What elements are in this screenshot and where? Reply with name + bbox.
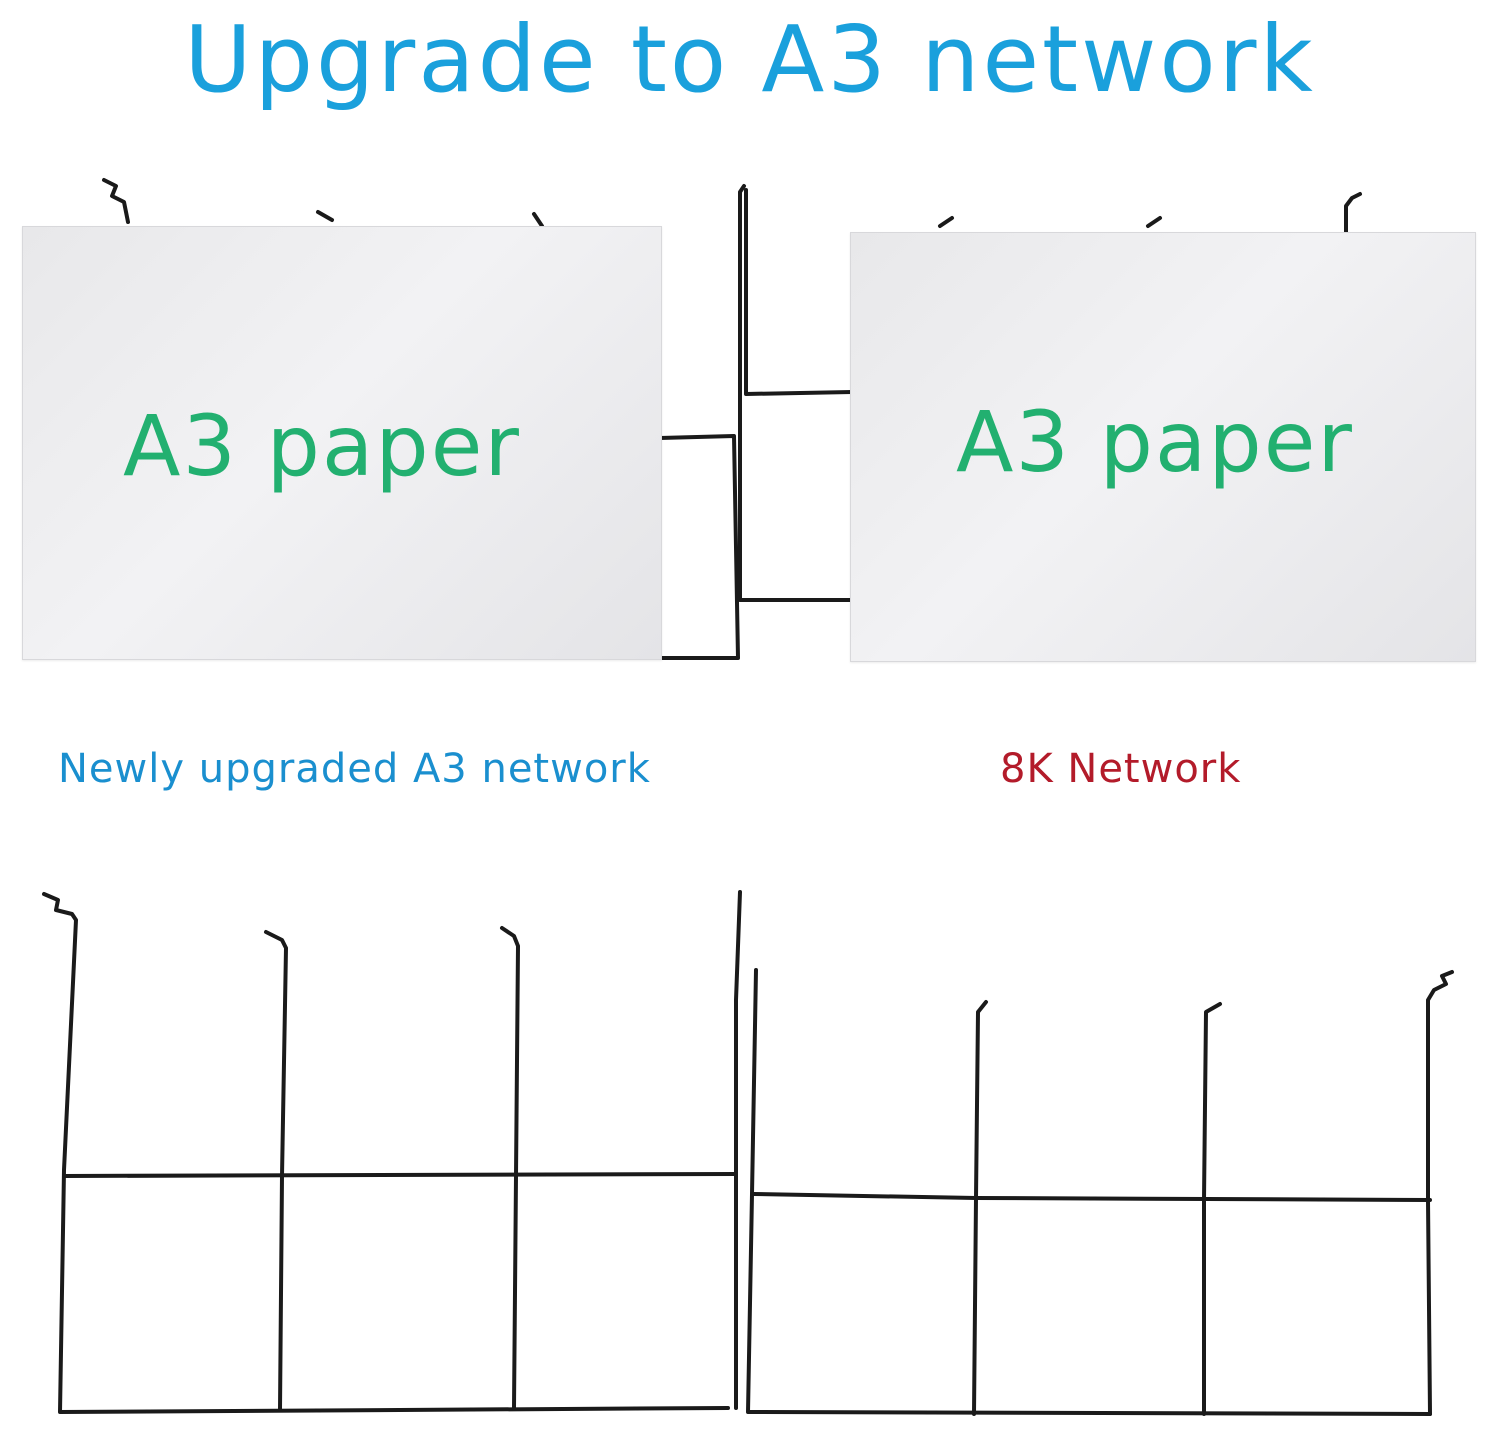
right-top-hook	[1344, 192, 1362, 234]
paper-label-right: A3 paper	[956, 393, 1354, 491]
center-upright	[738, 184, 854, 602]
paper-label-left: A3 paper	[123, 397, 521, 495]
a3-paper-left: A3 paper	[22, 226, 662, 660]
a3-rack	[42, 890, 742, 1414]
page-title: Upgrade to A3 network	[184, 6, 1316, 113]
a3-paper-right: A3 paper	[850, 232, 1476, 662]
bottom-wire-illustration	[42, 890, 1454, 1416]
left-top-hook	[102, 178, 130, 224]
8k-rack	[746, 968, 1454, 1416]
caption-8k-network: 8K Network	[1000, 746, 1242, 792]
caption-newly-upgraded: Newly upgraded A3 network	[58, 746, 651, 792]
